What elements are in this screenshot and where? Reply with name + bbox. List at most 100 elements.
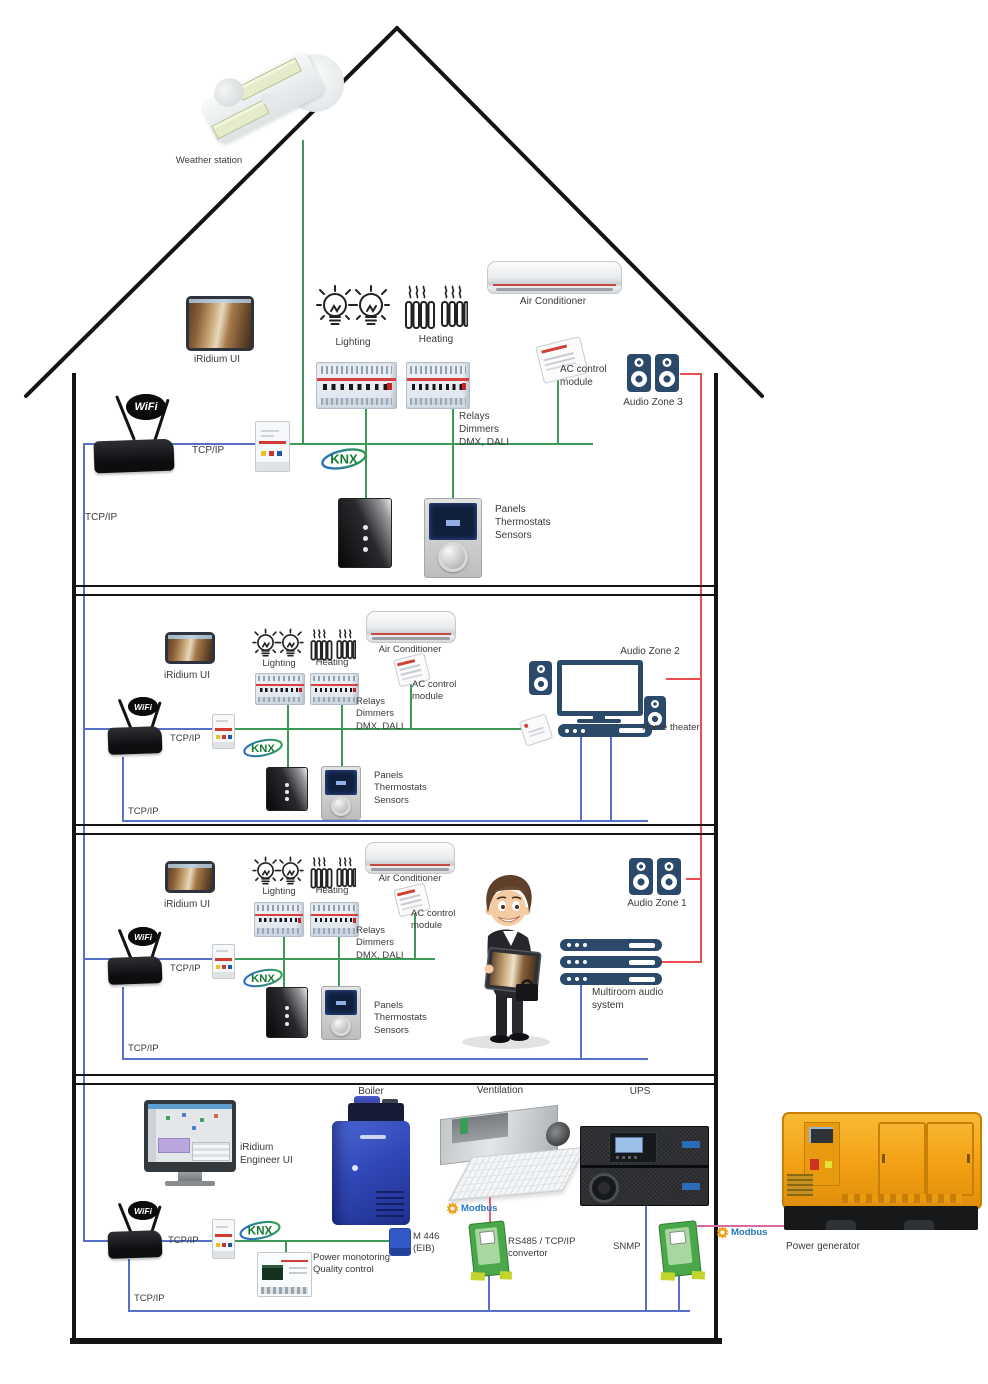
touch-panel bbox=[266, 987, 308, 1038]
tcpip-line bbox=[645, 1204, 647, 1310]
tcpip-lan-label: TCP/IP bbox=[128, 806, 159, 817]
left-wall bbox=[72, 373, 76, 1344]
modbus-line bbox=[489, 1196, 491, 1224]
tcpip-label: TCP/IP bbox=[170, 963, 201, 974]
tcpip-line bbox=[610, 737, 612, 820]
speaker-icon bbox=[529, 661, 552, 695]
light-bulb-icon bbox=[252, 856, 304, 885]
weather-station-label: Weather station bbox=[175, 155, 243, 166]
audio-riser-line bbox=[700, 373, 702, 963]
panels-label: Panels Thermostats Sensors bbox=[374, 1000, 427, 1036]
wifi-router: WiFi bbox=[100, 924, 180, 988]
audio-zone-label: Audio Zone 2 bbox=[620, 646, 680, 657]
audio-line bbox=[648, 961, 700, 963]
lighting-label: Lighting bbox=[262, 658, 296, 669]
audio-zone-label: Audio Zone 3 bbox=[623, 397, 683, 408]
air-conditioner-label: Air Conditioner bbox=[378, 873, 442, 884]
ac-control-module-label: AC control module bbox=[411, 908, 456, 932]
floor-separator bbox=[73, 585, 718, 596]
knx-line bbox=[283, 934, 285, 988]
home-theater-label: Home theater bbox=[642, 722, 700, 733]
ventilation-label: Ventilation bbox=[476, 1085, 524, 1096]
tcpip-label: TCP/IP bbox=[192, 445, 225, 456]
light-bulb-icon bbox=[316, 285, 390, 325]
snmp-converter bbox=[658, 1220, 705, 1281]
tcpip-lan-label: TCP/IP bbox=[134, 1293, 165, 1304]
person-with-tablet bbox=[462, 875, 550, 1049]
floor-separator bbox=[73, 824, 718, 835]
air-conditioner-label: Air Conditioner bbox=[519, 296, 587, 307]
modbus-logo: Modbus bbox=[716, 1226, 767, 1239]
tv-stand bbox=[593, 712, 605, 719]
power-generator bbox=[782, 1104, 984, 1234]
tcpip-label: TCP/IP bbox=[170, 733, 201, 744]
power-generator-label: Power generator bbox=[786, 1241, 860, 1252]
heating-label: Heating bbox=[315, 885, 349, 896]
modbus-gear-icon bbox=[716, 1226, 729, 1239]
knx-ip-gateway bbox=[255, 421, 290, 472]
tcpip-line bbox=[580, 985, 582, 1058]
iridium-ui-label: iRidium UI bbox=[193, 354, 241, 365]
thermostat-panel bbox=[424, 498, 482, 578]
thermostat-panel bbox=[321, 766, 361, 820]
knx-line bbox=[410, 680, 412, 730]
modbus-line bbox=[697, 1225, 784, 1227]
multiroom-audio-unit bbox=[560, 939, 662, 951]
wifi-logo: WiFi bbox=[126, 394, 166, 420]
relay-dimmer-module bbox=[310, 673, 359, 705]
relay-dimmer-module bbox=[316, 362, 397, 409]
tcpip-riser-label: TCP/IP bbox=[85, 512, 118, 523]
touch-panel bbox=[266, 767, 308, 811]
knx-bus-line bbox=[232, 728, 526, 730]
floor-separator bbox=[73, 1074, 718, 1085]
rs485-converter bbox=[468, 1220, 513, 1281]
audio-line bbox=[666, 678, 700, 680]
heating-label: Heating bbox=[315, 657, 349, 668]
power-monitoring-label: Power monotoring Quality control bbox=[313, 1252, 391, 1276]
ventilation-unit bbox=[430, 1104, 586, 1201]
audio-line bbox=[680, 373, 700, 375]
ups-unit bbox=[580, 1126, 709, 1206]
knx-ip-gateway bbox=[212, 1219, 235, 1259]
knx-logo: KNX bbox=[243, 968, 283, 988]
wifi-logo: WiFi bbox=[128, 927, 158, 946]
relay-dimmer-module bbox=[406, 362, 470, 409]
knx-bus-line bbox=[290, 443, 593, 445]
air-conditioner bbox=[365, 842, 455, 874]
tcpip-line bbox=[488, 1274, 490, 1310]
tcpip-riser-line bbox=[83, 443, 85, 1242]
light-bulb-icon bbox=[252, 628, 304, 657]
panels-label: Panels Thermostats Sensors bbox=[374, 770, 427, 806]
knx-logo: KNX bbox=[239, 1220, 281, 1241]
touch-panel bbox=[338, 498, 392, 568]
radiator-icon bbox=[405, 285, 468, 329]
tcpip-line bbox=[678, 1274, 680, 1310]
svg-text:KNX: KNX bbox=[251, 743, 275, 755]
m446-eib-module bbox=[389, 1228, 411, 1256]
air-conditioner bbox=[487, 261, 622, 294]
multiroom-audio-unit bbox=[560, 956, 662, 968]
audio-zone-speakers bbox=[629, 858, 681, 895]
m446-label: M 446 (EIB) bbox=[413, 1231, 440, 1255]
tcpip-lan-line bbox=[128, 1310, 690, 1312]
iridium-ui-tablet bbox=[165, 861, 215, 893]
ir-blaster bbox=[518, 713, 554, 747]
boiler-label: Boiler bbox=[358, 1086, 384, 1097]
relays-label: Relays Dimmers DMX, DALI bbox=[356, 925, 404, 961]
knx-bus-line bbox=[233, 1240, 390, 1242]
knx-line bbox=[341, 703, 343, 767]
panels-label: Panels Thermostats Sensors bbox=[495, 504, 551, 541]
knx-bus-line bbox=[232, 958, 435, 960]
multiroom-label: Multiroom audio system bbox=[592, 987, 664, 1011]
iridium-ui-tablet bbox=[165, 632, 215, 664]
air-conditioner bbox=[366, 611, 456, 643]
lighting-label: Lighting bbox=[262, 886, 296, 897]
iridium-ui-tablet bbox=[186, 296, 254, 351]
boiler bbox=[332, 1096, 412, 1227]
tcpip-label: TCP/IP bbox=[168, 1235, 199, 1246]
modbus-logo: Modbus bbox=[446, 1202, 497, 1215]
relay-dimmer-module bbox=[310, 902, 359, 937]
multiroom-audio-unit bbox=[560, 973, 662, 985]
right-wall bbox=[714, 373, 718, 1344]
knx-logo: KNX bbox=[321, 448, 367, 470]
